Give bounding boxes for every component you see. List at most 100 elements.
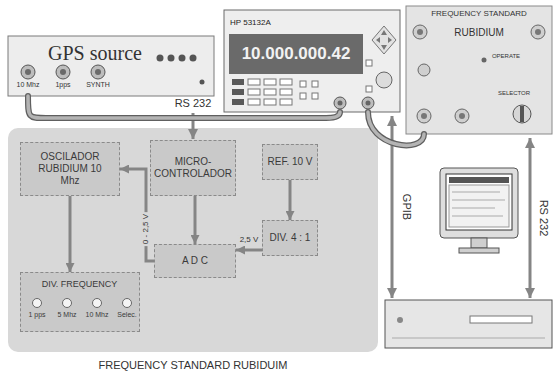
computer-part <box>470 316 532 323</box>
frequency-counter-part <box>264 99 276 105</box>
signal-cable <box>28 96 340 118</box>
gps-receiver-part <box>91 65 105 79</box>
rubidium-standard-part <box>418 64 430 76</box>
gps-receiver-part <box>190 55 197 62</box>
rubidium-standard <box>406 6 552 134</box>
computer-part <box>452 208 495 209</box>
frequency-counter-part <box>280 99 292 105</box>
frequency-counter-part <box>366 101 371 106</box>
link-label: GPIB <box>399 194 412 220</box>
computer-part <box>446 174 512 230</box>
gps-receiver-part <box>200 80 205 85</box>
frequency-counter-part <box>248 79 260 85</box>
node-text: MICRO-CONTROLADOR <box>154 156 232 180</box>
rubidium-standard-part <box>455 109 469 123</box>
frequency-counter-part <box>224 10 400 112</box>
frequency-counter-part <box>248 99 260 105</box>
text-group: REF. 10 V <box>267 156 312 168</box>
frequency-counter-part <box>376 72 392 88</box>
node-text: 10 Mhz <box>82 311 112 319</box>
frequency-counter-part <box>229 34 363 74</box>
node-text: HP 53132A <box>230 18 271 28</box>
text-group: OSCILADOR RUBIDIUM 10 Mhz <box>34 151 106 187</box>
frequency-counter-part <box>366 86 372 92</box>
frequency-counter-part <box>312 93 318 99</box>
rubidium-standard-part <box>459 113 465 119</box>
frequency-counter: HP 53132A 10.000.000.42 <box>224 10 400 112</box>
node-text: 5 Mhz <box>52 311 82 319</box>
connector-label: SELECTOR <box>498 90 530 97</box>
frequency-counter-part <box>366 60 372 66</box>
gps-receiver-part <box>60 69 66 75</box>
rubidium-standard-part <box>520 106 524 122</box>
gps-receiver-part <box>95 69 101 75</box>
rubidium-standard-part <box>531 25 545 39</box>
frequency-counter-part <box>362 97 374 109</box>
signal-cable <box>368 112 424 145</box>
computer-part <box>452 200 505 201</box>
frequency-counter-part <box>232 99 244 105</box>
rubidium-standard-part <box>513 105 531 123</box>
computer-part <box>385 300 552 348</box>
frequency-counter-part <box>280 79 292 85</box>
computer-part <box>440 168 518 238</box>
computer-part <box>449 177 509 183</box>
frequency-counter-part <box>338 101 343 106</box>
signal-arrow <box>70 196 71 272</box>
reference-box: REF. 10 V <box>262 144 318 180</box>
gps-receiver-part <box>8 36 214 96</box>
rubidium-standard-part <box>421 113 427 119</box>
gps-receiver-part <box>21 65 35 79</box>
frequency-counter-part <box>381 45 387 50</box>
node-text: A D C <box>182 255 208 267</box>
cable-stroke <box>368 112 424 145</box>
block-panel <box>8 128 378 352</box>
link-label: RS 232 <box>536 200 549 237</box>
signal-arrow <box>195 196 196 244</box>
connector-label: 10 Mhz <box>17 81 40 89</box>
figure-caption: FREQUENCY STANDARD RUBIDUIM <box>98 359 287 372</box>
cable-stroke <box>28 96 340 118</box>
frequency-counter-part <box>232 89 244 95</box>
text-group: MICRO-CONTROLADOR <box>154 156 232 180</box>
node-text: 1 pps <box>22 311 52 319</box>
rubidium-standard-part <box>417 109 431 123</box>
computer-part <box>452 216 503 217</box>
frequency-counter-part <box>264 89 276 95</box>
arrow-line <box>194 196 197 244</box>
gps-receiver-part <box>179 55 186 62</box>
node-text: Selec. <box>112 311 142 319</box>
node-text: GPS source <box>48 41 142 65</box>
text-group: A D C <box>182 255 208 267</box>
gps-receiver-part <box>168 55 175 62</box>
node-text: DIV. FREQUENCY <box>21 279 138 290</box>
node-text: REF. 10 V <box>267 156 312 168</box>
computer-part <box>471 238 487 248</box>
node-text: 10.000.000.42 <box>229 34 363 74</box>
rubidium-standard-part <box>535 29 541 35</box>
signal-label: 0 - 2,5 V <box>141 211 151 245</box>
connector-label: 1pps <box>55 81 70 89</box>
frequency-counter-part <box>388 37 392 43</box>
frequency-counter-part <box>280 89 292 95</box>
computer-part <box>459 248 499 253</box>
frequency-counter-part <box>232 79 244 85</box>
port-connector <box>92 298 102 308</box>
text-group: DIV. 4 : 1 <box>270 232 311 244</box>
connector-label: RS 232 <box>175 97 212 110</box>
rubidium-standard-part <box>417 29 423 35</box>
divider-box: DIV. 4 : 1 <box>262 220 318 256</box>
node-text: RUBIDIUM <box>406 27 552 39</box>
microcontroller-box: MICRO-CONTROLADOR <box>150 140 236 196</box>
cable-stroke <box>368 112 424 145</box>
computer <box>385 168 552 348</box>
frequency-counter-part <box>300 81 306 87</box>
cable-stroke <box>28 96 340 118</box>
signal-arrow <box>120 169 154 261</box>
frequency-counter-part <box>334 97 346 109</box>
frequency-counter-part <box>264 79 276 85</box>
gps-receiver-part <box>157 55 164 62</box>
gps-receiver-part <box>25 69 31 75</box>
oscillator-box: OSCILADOR RUBIDIUM 10 Mhz <box>20 142 120 196</box>
rs232-link <box>529 138 532 298</box>
